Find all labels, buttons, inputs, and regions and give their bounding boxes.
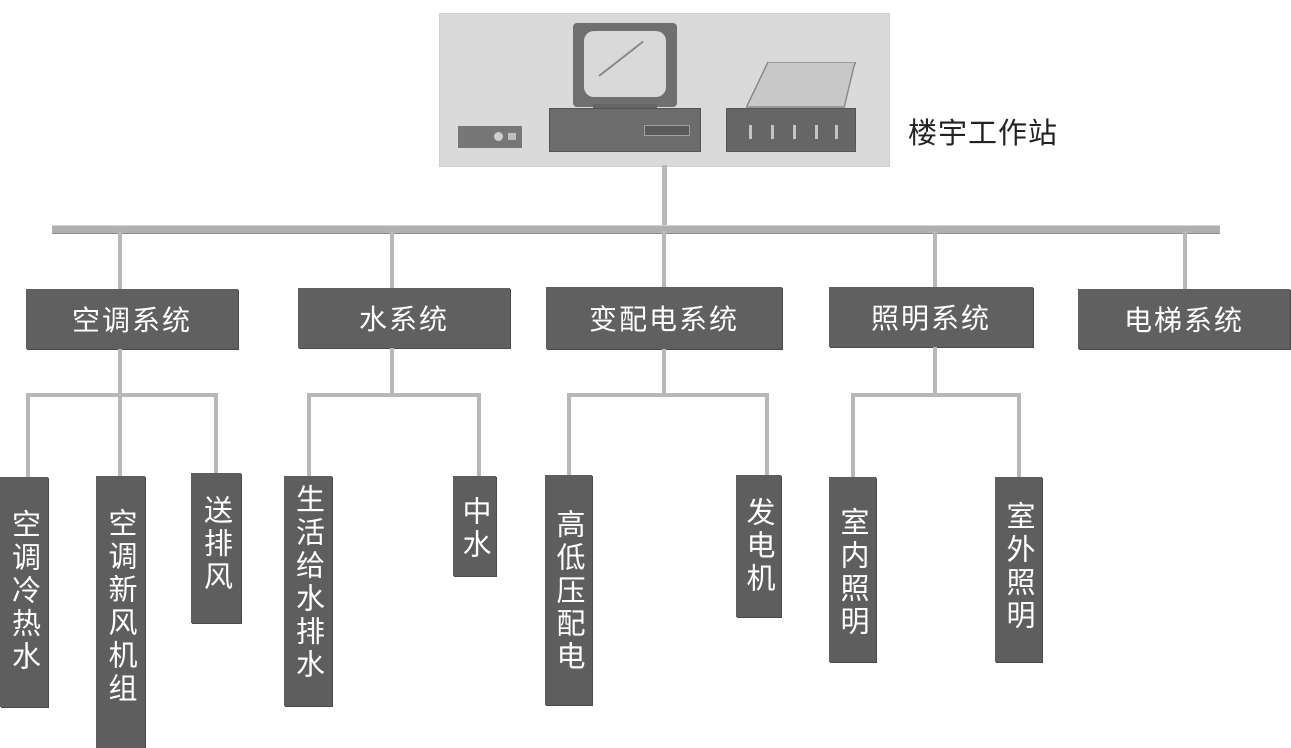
subsystem-box-hvac-3: 送排风 [191,473,241,623]
branch-drop-hvac-3 [214,393,218,473]
branch-stem-hvac [118,349,122,395]
bus-drop-power [662,231,666,287]
branch-drop-water-2 [477,393,481,476]
system-box-hvac: 空调系统 [26,289,238,349]
branch-drop-power-2 [765,393,769,475]
branch-bar-power [567,393,769,397]
branch-drop-lighting-1 [851,393,855,477]
main-bus-line [52,225,1220,234]
workstation-connector [662,165,667,229]
speaker-icon [458,126,522,148]
branch-bar-water [307,393,481,397]
subsystem-box-water-2: 中水 [453,476,496,576]
system-box-elevator: 电梯系统 [1078,289,1290,349]
subsystem-box-hvac-1: 空调冷热水 [0,477,48,707]
subsystem-box-power-2: 发电机 [736,475,781,617]
subsystem-box-lighting-1: 室内照明 [829,477,876,662]
subsystem-box-water-1: 生活给水排水 [284,476,332,706]
bus-drop-elevator [1183,231,1187,289]
branch-drop-hvac-2 [118,393,122,477]
monitor-stand [593,104,657,111]
system-box-water: 水系统 [298,288,510,348]
branch-drop-water-1 [307,393,311,476]
subsystem-box-hvac-2: 空调新风机组 [96,476,145,748]
computer-case-icon [549,108,701,152]
branch-bar-hvac [26,393,218,397]
branch-drop-hvac-1 [26,393,30,477]
subsystem-box-power-1: 高低压配电 [545,475,592,705]
branch-stem-power [662,349,666,395]
workstation-label: 楼宇工作站 [908,116,1059,150]
bus-drop-hvac [118,231,122,289]
branch-stem-lighting [933,347,937,395]
bus-drop-water [390,231,394,288]
bus-drop-lighting [933,231,937,287]
system-box-lighting: 照明系统 [829,287,1033,347]
branch-bar-lighting [851,393,1021,397]
monitor-icon [573,23,677,107]
scanner-lid-icon [746,62,856,108]
system-box-power: 变配电系统 [546,287,782,349]
branch-drop-lighting-2 [1017,393,1021,477]
scanner-icon [726,108,856,152]
branch-stem-water [390,348,394,395]
branch-drop-power-1 [567,393,571,475]
subsystem-box-lighting-2: 室外照明 [995,477,1042,662]
